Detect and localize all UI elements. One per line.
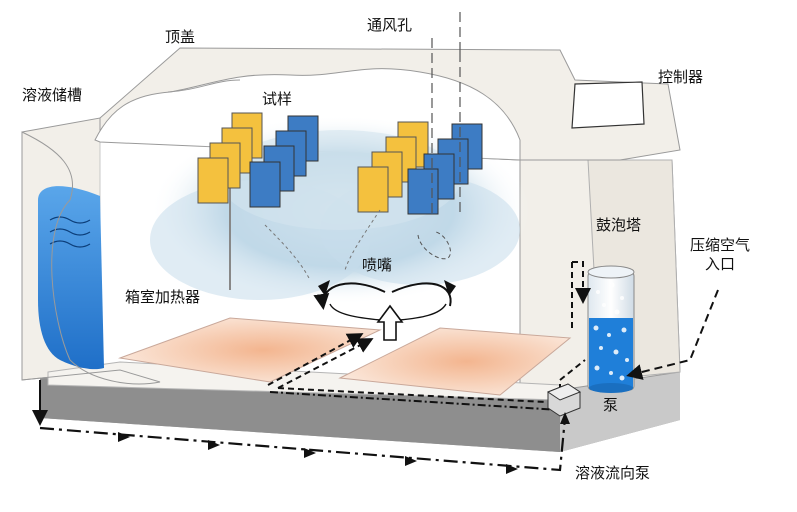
- specimen-rack-right: [357, 121, 483, 215]
- vent-label: 通风孔: [367, 16, 413, 34]
- supply-lines: [267, 333, 586, 411]
- air-inlet-label: 压缩空气 入口: [690, 236, 750, 274]
- specimen-rack-left: [197, 112, 319, 290]
- pump: [546, 383, 582, 417]
- solution-reservoir: [21, 131, 161, 385]
- pump-label: 泵: [603, 396, 619, 414]
- lid-label: 顶盖: [165, 28, 196, 46]
- nozzle-label: 喷嘴: [362, 256, 393, 274]
- bubble-tower: [571, 261, 635, 393]
- reservoir-label: 溶液储槽: [22, 86, 83, 104]
- air-inlet-label-line1: 压缩空气: [690, 236, 751, 254]
- controller-panel: [571, 81, 645, 129]
- fog-outline: [264, 209, 381, 281]
- flow-pump-label: 溶液流向泵: [575, 464, 651, 482]
- air-inlet-label-line2: 入口: [705, 254, 736, 273]
- bubbler-label: 鼓泡塔: [596, 216, 642, 234]
- specimens-label: 试样: [262, 90, 293, 108]
- return-flow-line: [32, 380, 570, 474]
- nozzle-spray-arrows: [313, 280, 456, 341]
- chamber-heaters: [118, 317, 572, 396]
- heater-label: 箱室加热器: [125, 288, 201, 306]
- vent: [417, 12, 461, 260]
- controller-label: 控制器: [658, 68, 704, 86]
